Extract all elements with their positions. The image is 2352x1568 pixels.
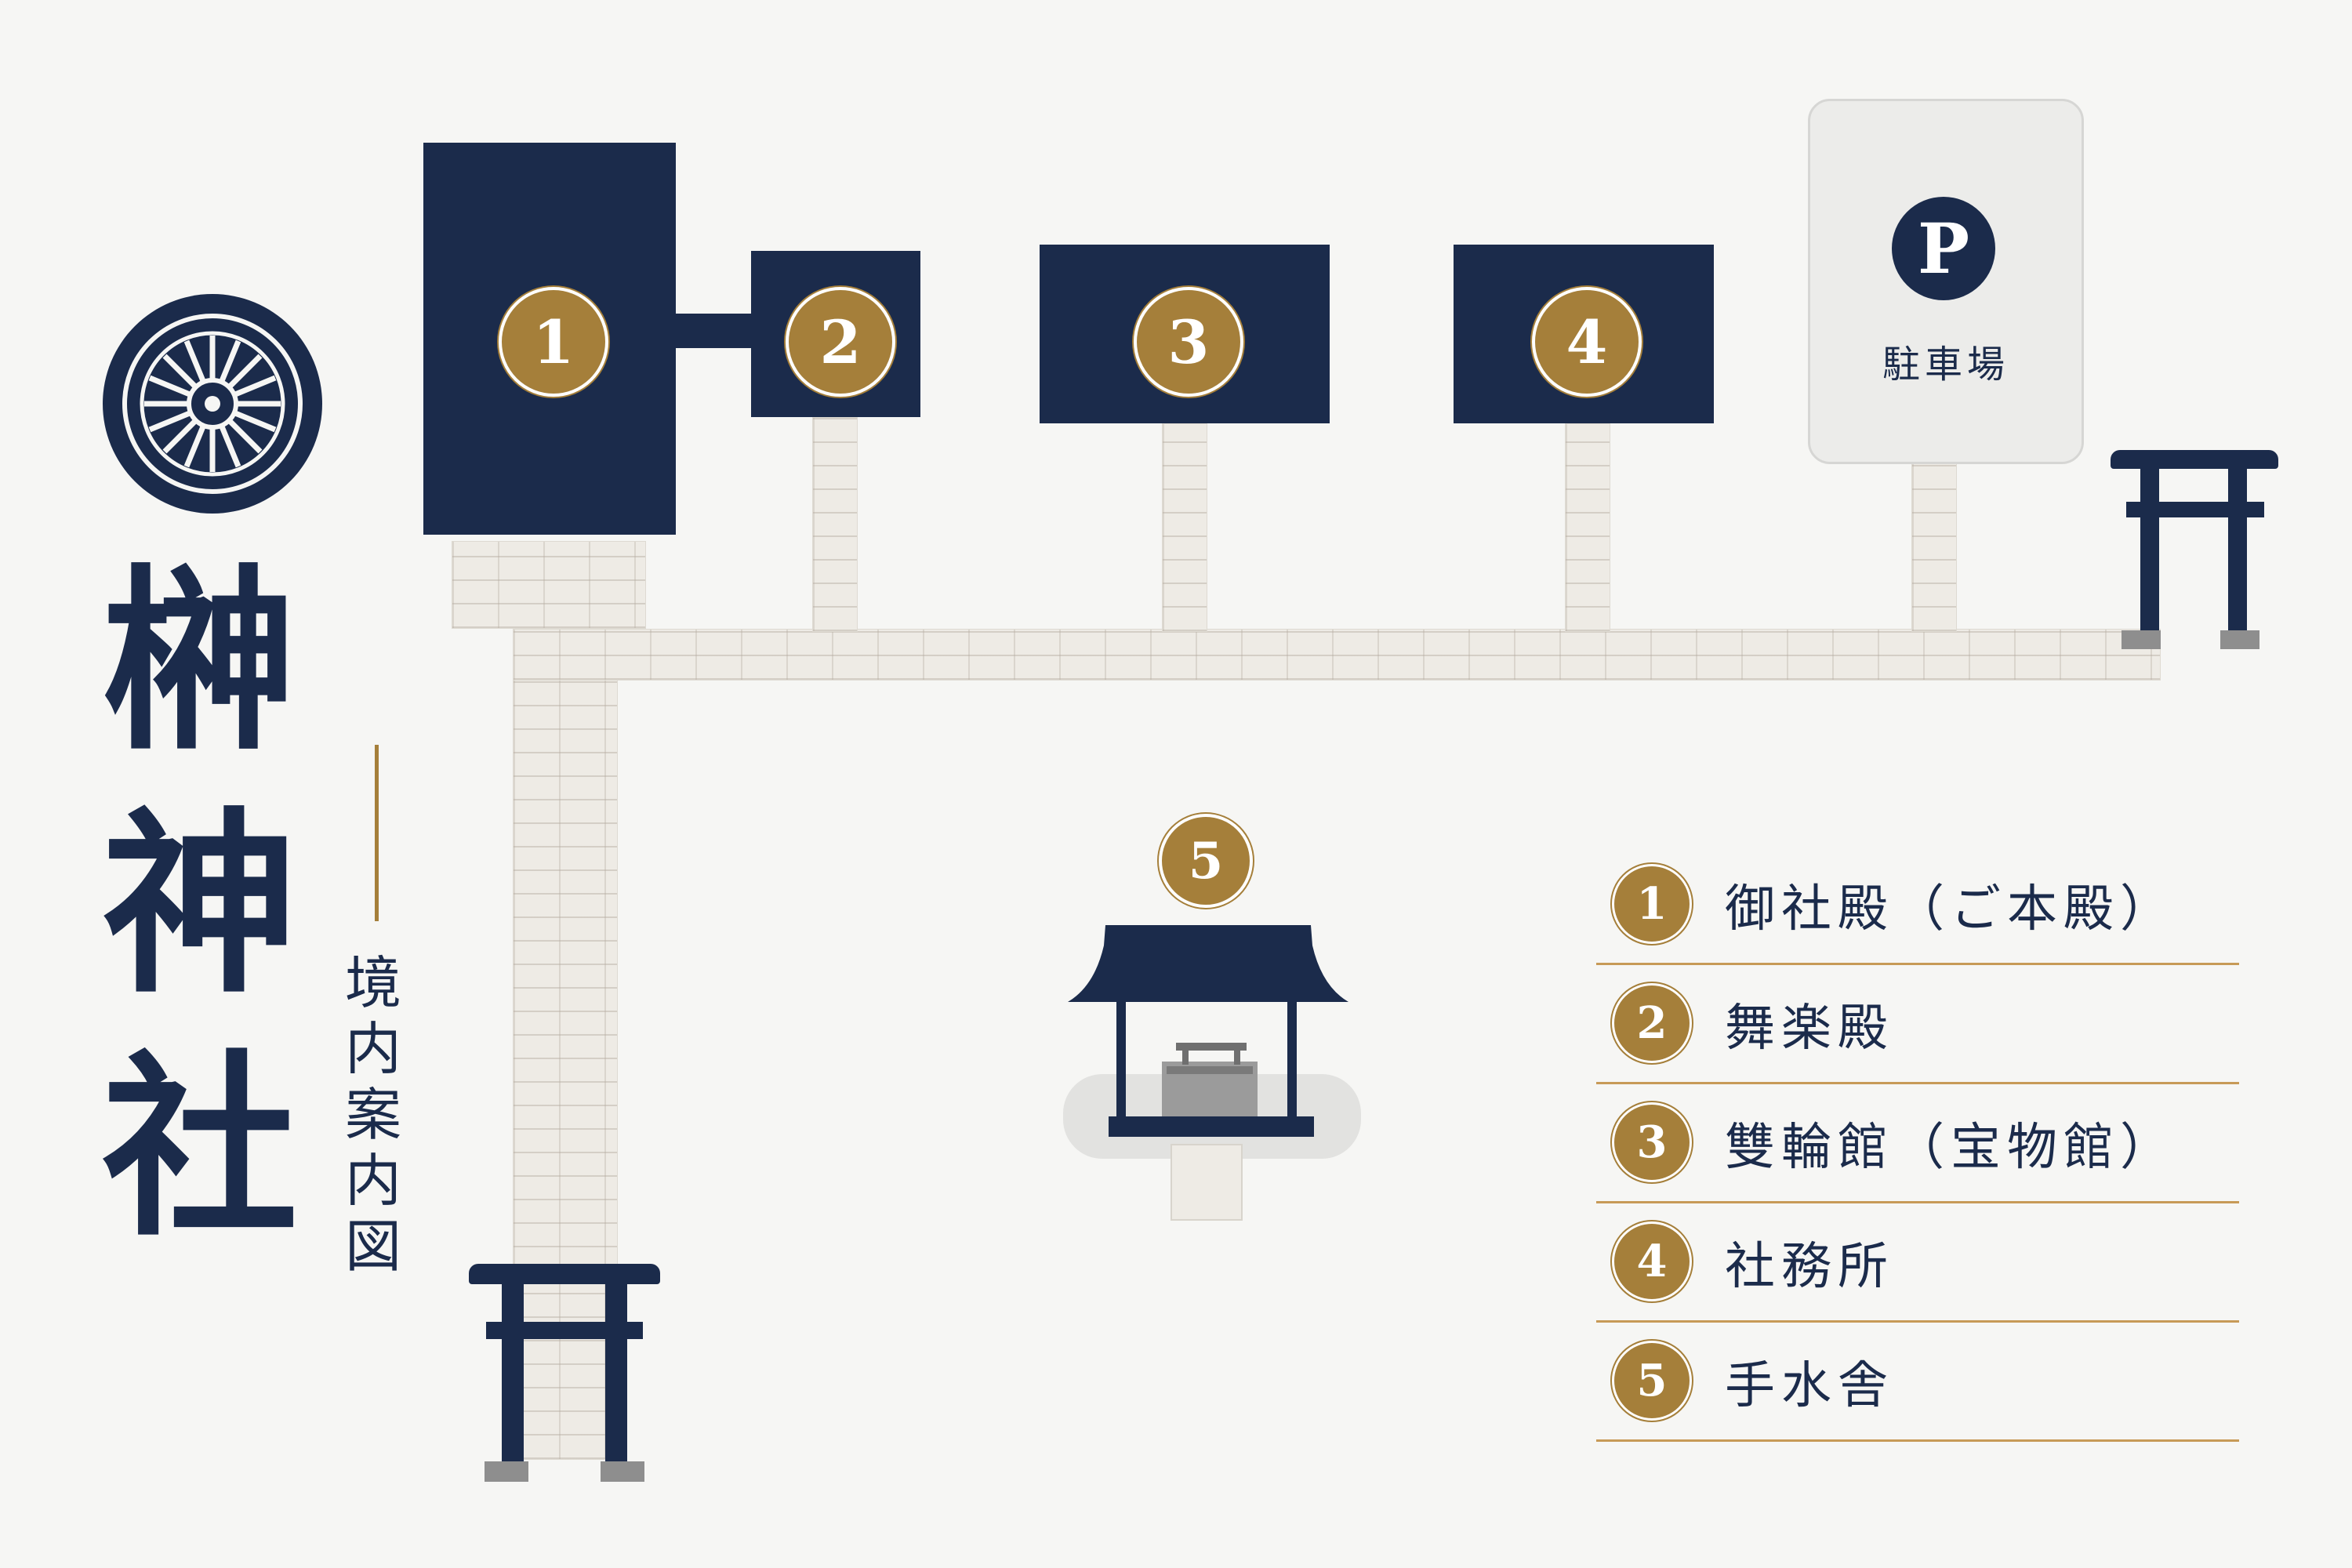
parking-label: 駐車場 — [1882, 343, 2009, 387]
path-to-building-3 — [1162, 423, 1207, 632]
torii-cross-beam — [486, 1322, 643, 1339]
legend-number-badge: 5 — [1612, 1341, 1692, 1421]
legend-item[interactable]: 1 御社殿（ご本殿） — [1596, 845, 2239, 965]
torii-base — [485, 1461, 528, 1482]
legend-item[interactable]: 5 手水舎 — [1596, 1322, 2239, 1442]
subtitle-char: 内 — [345, 1016, 402, 1082]
building-number-badge[interactable]: 1 — [499, 287, 608, 397]
torii-pillar — [502, 1283, 524, 1468]
legend-label: 雙輪館（宝物館） — [1725, 1119, 2176, 1177]
shrine-forecourt — [452, 541, 646, 629]
torii-base — [601, 1461, 644, 1482]
water-pavilion-icon[interactable] — [1063, 909, 1361, 1223]
building-number-badge[interactable]: 2 — [786, 287, 895, 397]
torii-top-beam — [469, 1264, 660, 1284]
shrine-connector — [674, 314, 753, 348]
shrine-title-char: 神 — [102, 791, 298, 1019]
parking-area[interactable]: P 駐車場 — [1808, 99, 2084, 464]
main-path-vertical — [513, 627, 618, 1460]
subtitle-divider — [375, 745, 379, 921]
legend-label: 御社殿（ご本殿） — [1725, 880, 2176, 938]
subtitle-char: 境 — [345, 950, 402, 1016]
legend-label: 手水舎 — [1725, 1357, 1894, 1415]
legend-item[interactable]: 2 舞楽殿 — [1596, 964, 2239, 1084]
legend-number-badge: 2 — [1612, 983, 1692, 1063]
torii-gate-east — [2111, 450, 2278, 649]
torii-base — [2122, 630, 2161, 649]
path-to-building-2 — [812, 417, 858, 632]
subtitle-char: 案 — [345, 1082, 402, 1148]
legend-item[interactable]: 3 雙輪館（宝物館） — [1596, 1083, 2239, 1203]
path-to-parking — [1911, 461, 1957, 632]
main-path-horizontal — [513, 629, 2161, 681]
legend-number-badge: 3 — [1612, 1102, 1692, 1182]
torii-pillar — [2140, 467, 2159, 635]
legend-number-badge: 1 — [1612, 864, 1692, 944]
building-number-badge[interactable]: 3 — [1134, 287, 1243, 397]
building-number-badge[interactable]: 4 — [1532, 287, 1642, 397]
building-number-badge[interactable]: 5 — [1159, 814, 1253, 908]
legend-number-badge: 4 — [1612, 1221, 1692, 1301]
legend-label: 社務所 — [1725, 1238, 1894, 1296]
subtitle-char: 図 — [345, 1214, 402, 1279]
torii-top-beam — [2111, 450, 2278, 469]
shrine-title-char: 榊 — [102, 548, 298, 776]
shrine-title-char: 社 — [102, 1034, 298, 1262]
torii-pillar — [605, 1283, 627, 1468]
torii-gate-south — [469, 1264, 660, 1482]
parking-icon: P — [1892, 197, 1995, 300]
subtitle-char: 内 — [345, 1148, 402, 1214]
torii-pillar — [2228, 467, 2247, 635]
legend-item[interactable]: 4 社務所 — [1596, 1203, 2239, 1323]
shrine-crest-logo — [99, 290, 326, 517]
path-to-building-4 — [1565, 423, 1610, 632]
legend-label: 舞楽殿 — [1725, 1000, 1894, 1058]
torii-base — [2220, 630, 2259, 649]
